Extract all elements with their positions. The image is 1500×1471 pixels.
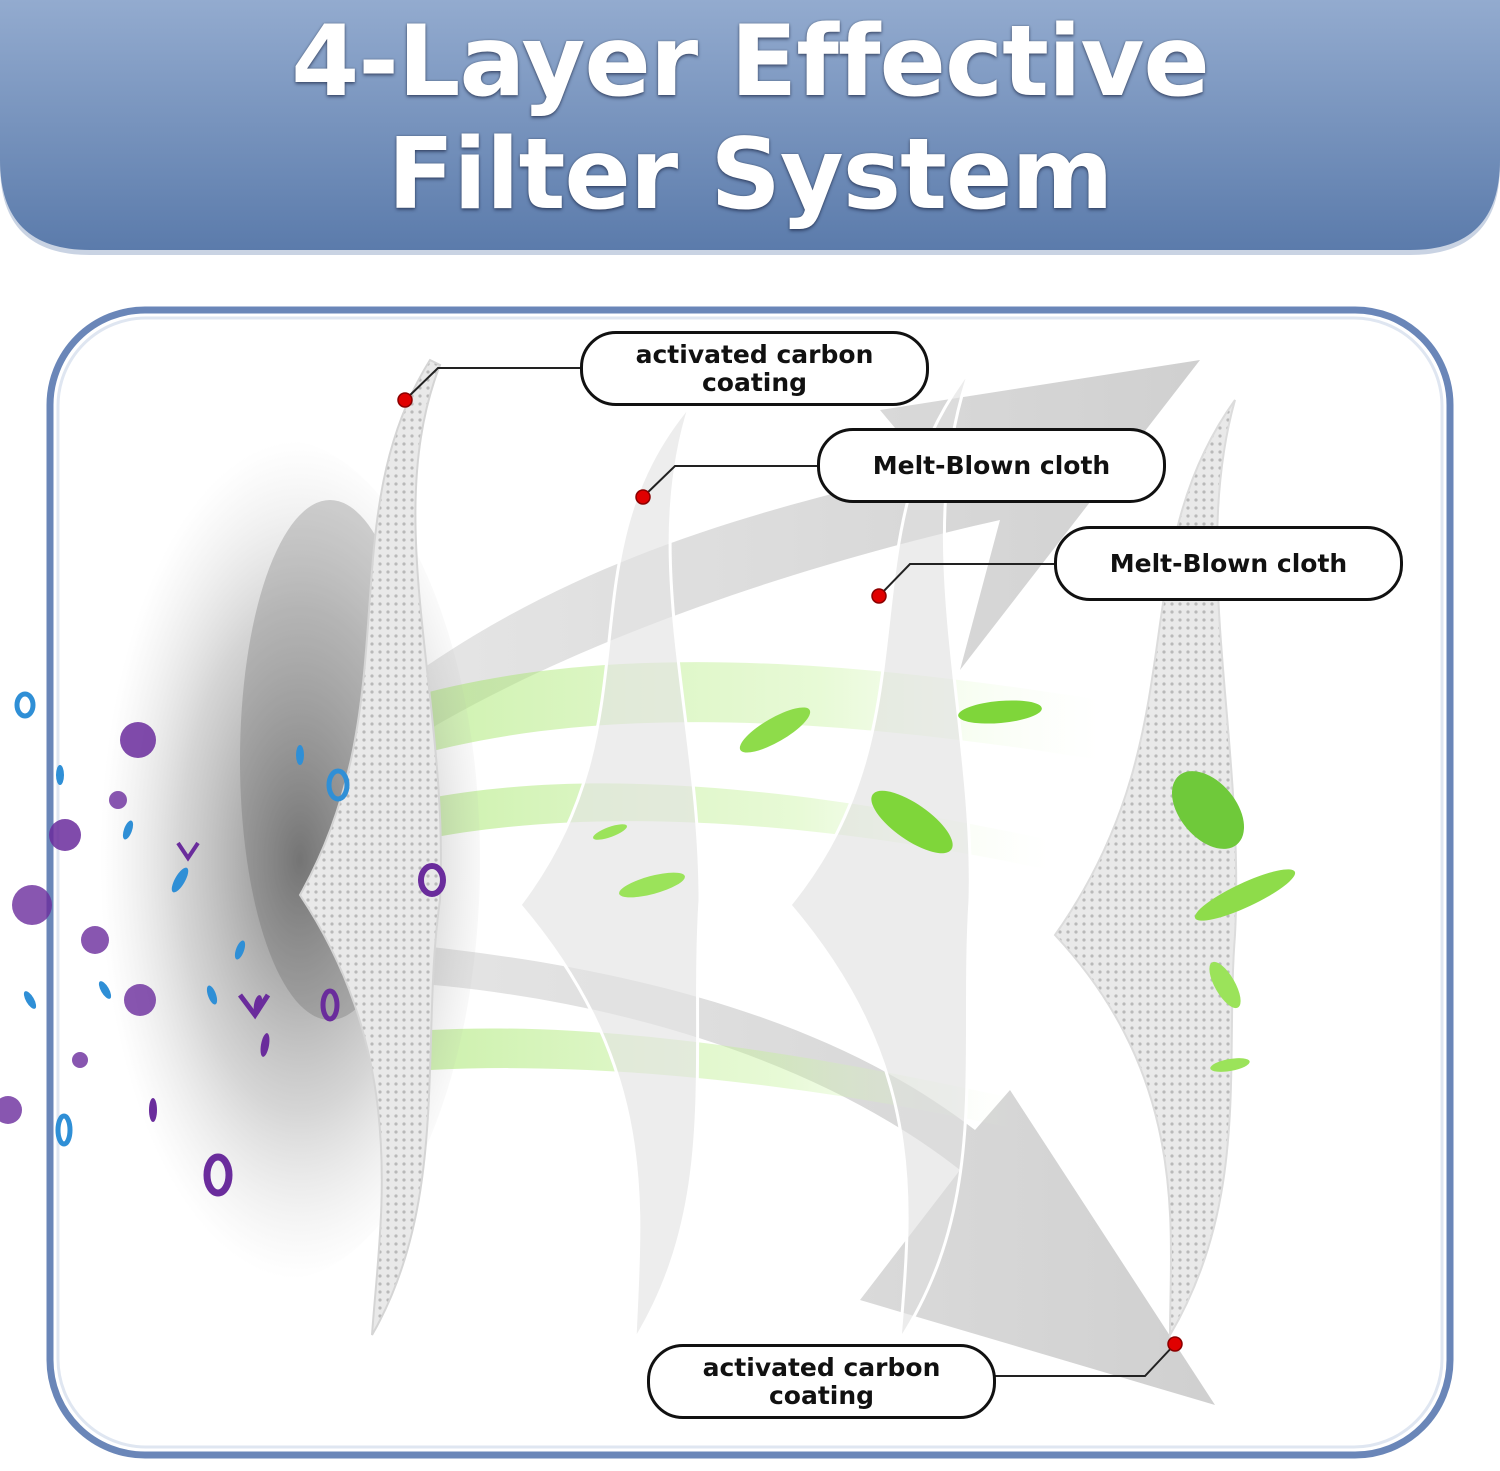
label-melt-blown-1: Melt-Blown cloth — [817, 428, 1166, 503]
label-line-1: activated carbon — [702, 1352, 941, 1382]
pollutant-particles — [0, 691, 446, 1197]
filter-layer-1 — [298, 358, 442, 1336]
label-melt-blown-2: Melt-Blown cloth — [1054, 526, 1403, 601]
label-activated-carbon-bottom: activated carbon coating — [647, 1344, 996, 1419]
label-text: Melt-Blown cloth — [1109, 548, 1348, 578]
label-line-1: activated carbon — [635, 339, 874, 369]
red-markers — [397, 392, 1183, 1352]
marker-dot — [1167, 1336, 1183, 1352]
page-title: 4-Layer Effective Filter System — [0, 6, 1500, 232]
label-activated-carbon-top: activated carbon coating — [580, 331, 929, 406]
label-line-2: coating — [768, 1380, 875, 1410]
label-line-2: coating — [701, 367, 808, 397]
marker-dot — [871, 588, 887, 604]
leaves — [592, 700, 1296, 1072]
label-text: Melt-Blown cloth — [872, 450, 1111, 480]
marker-dot — [397, 392, 413, 408]
title-line-1: 4-Layer Effective — [291, 5, 1210, 119]
title-line-2: Filter System — [387, 118, 1113, 232]
filter-layer-2 — [518, 404, 702, 1346]
filter-layer-4 — [1053, 399, 1238, 1339]
marker-dot — [635, 489, 651, 505]
label-pointers — [404, 367, 1176, 1377]
title-banner — [0, 0, 1500, 255]
filter-layer-3 — [788, 369, 972, 1341]
